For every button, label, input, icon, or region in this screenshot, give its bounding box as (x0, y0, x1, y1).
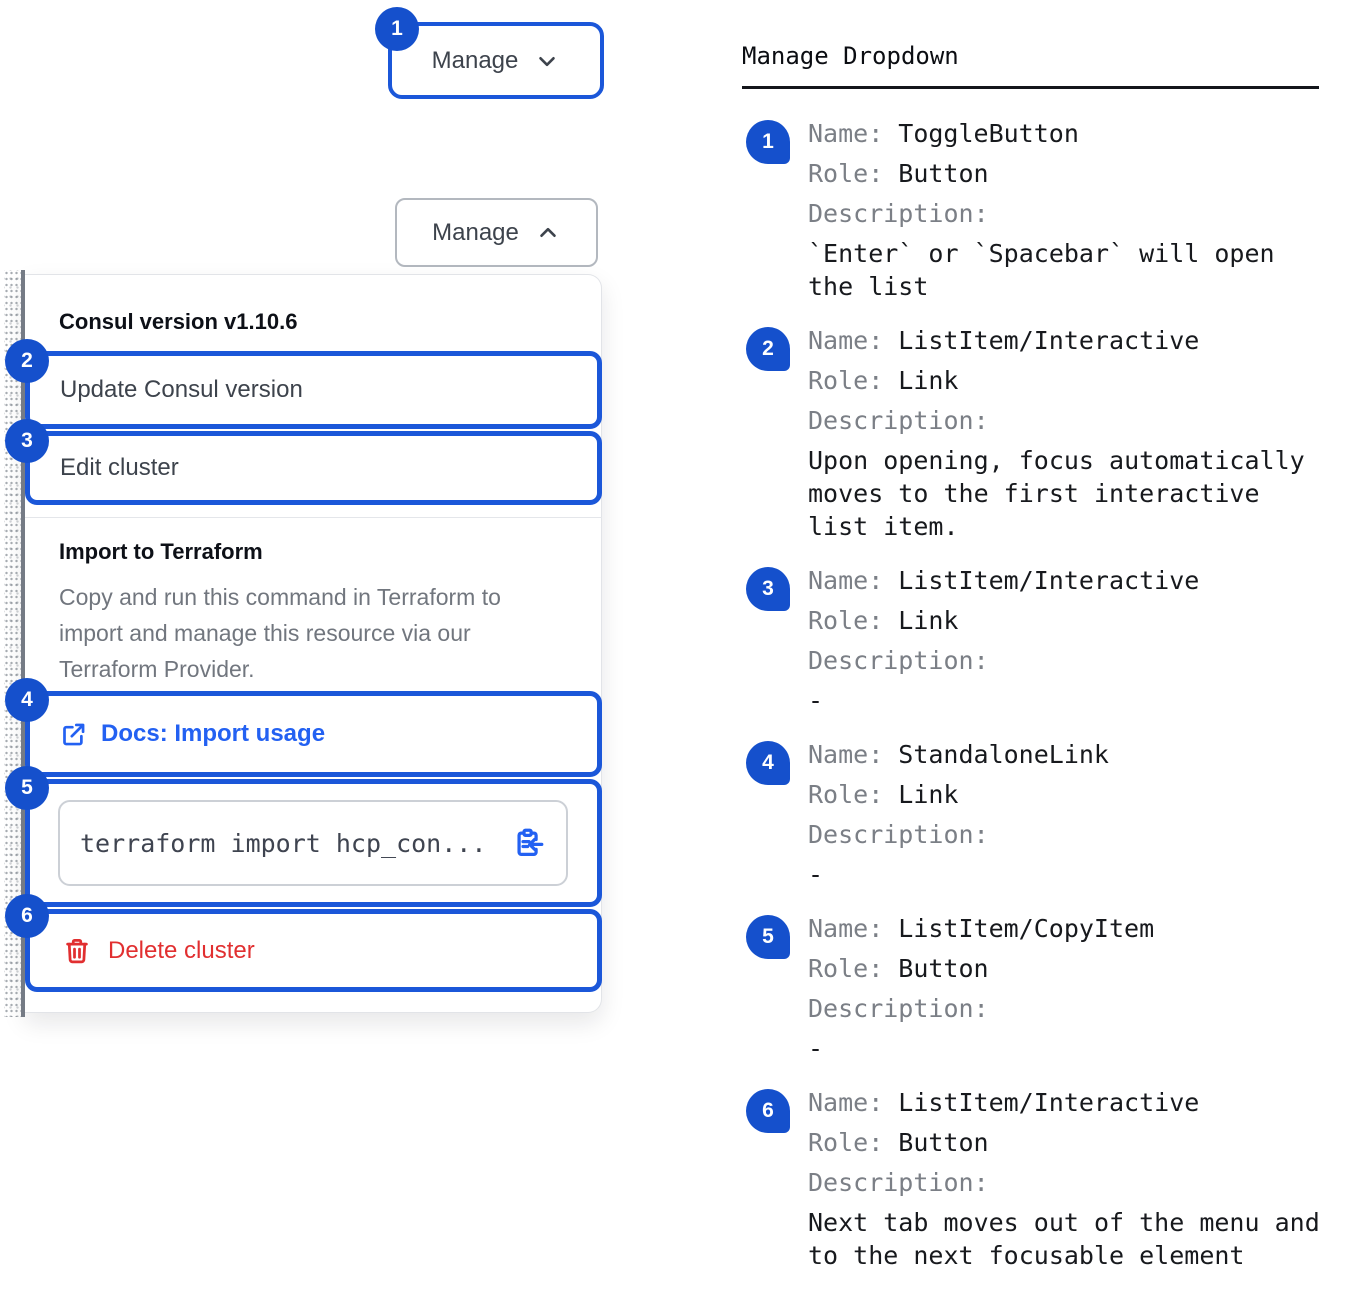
entry-name-row: Name:ListItem/CopyItem (808, 914, 1155, 943)
entry-description-label: Description: (808, 1168, 989, 1197)
manage-expanded-label: Manage (432, 218, 519, 246)
legend-badge-4: 4 (746, 741, 790, 785)
entry-role-row: Role:Button (808, 159, 989, 188)
chevron-up-icon (535, 220, 561, 246)
manage-toggle-label: Manage (431, 46, 519, 74)
entry-description-text: Upon opening, focus automatically moves … (808, 446, 1305, 541)
copy-command-button[interactable]: terraform import hcp_con... (58, 800, 568, 886)
callout-badge-2: 2 (5, 339, 49, 383)
edit-cluster-label: Edit cluster (60, 454, 179, 481)
entry-description-text: Next tab moves out of the menu and to th… (808, 1208, 1320, 1270)
menu-item-edit-cluster[interactable]: Edit cluster (25, 431, 602, 505)
entry-description-label: Description: (808, 646, 989, 675)
menu-divider (25, 517, 602, 518)
focus-ring: Manage (388, 22, 604, 99)
entry-role-row: Role:Link (808, 780, 959, 809)
callout-badge-6: 6 (5, 894, 49, 938)
docs-import-usage-label: Docs: Import usage (101, 720, 326, 747)
entry-role-row: Role:Button (808, 1128, 989, 1157)
entry-description-label: Description: (808, 406, 989, 435)
entry-role-row: Role:Link (808, 606, 959, 635)
legend-entry-6: 6 Name:ListItem/Interactive Role:Button … (742, 1083, 1354, 1272)
callout-badge-5: 5 (5, 766, 49, 810)
external-link-icon (60, 721, 87, 748)
entry-description-label: Description: (808, 820, 989, 849)
menu-item-update-consul-version[interactable]: Update Consul version (25, 351, 602, 429)
callout-badge-4: 4 (5, 678, 49, 722)
import-description: Copy and run this command in Terraform t… (59, 584, 501, 682)
entry-description-label: Description: (808, 994, 989, 1023)
legend-badge-6: 6 (746, 1089, 790, 1133)
entry-description-text: `Enter` or `Spacebar` will open the list (808, 239, 1275, 301)
legend-badge-2: 2 (746, 327, 790, 371)
legend-entry-3: 3 Name:ListItem/Interactive Role:Link De… (742, 561, 1354, 717)
entry-name-row: Name:ListItem/Interactive (808, 326, 1200, 355)
entry-description-text: - (808, 686, 824, 715)
legend-entry-5: 5 Name:ListItem/CopyItem Role:Button Des… (742, 909, 1354, 1065)
legend-title: Manage Dropdown (742, 42, 959, 70)
legend-entry-1: 1 Name:ToggleButton Role:Button Descript… (742, 114, 1354, 303)
entry-description-label: Description: (808, 199, 989, 228)
entry-role-row: Role:Button (808, 954, 989, 983)
update-consul-version-label: Update Consul version (60, 376, 303, 403)
callout-badge-1: 1 (375, 7, 419, 51)
terraform-command-text: terraform import hcp_con... (80, 828, 487, 858)
entry-role-row: Role:Link (808, 366, 959, 395)
manage-dropdown-menu: Consul version v1.10.6 Update Consul ver… (25, 274, 602, 1013)
chevron-down-icon (534, 48, 560, 74)
legend-list: 1 Name:ToggleButton Role:Button Descript… (742, 114, 1354, 1290)
menu-item-copy-command: terraform import hcp_con... (25, 779, 602, 907)
entry-description-text: - (808, 1034, 824, 1063)
entry-name-row: Name:ToggleButton (808, 119, 1079, 148)
clipboard-copy-icon[interactable] (512, 826, 546, 860)
entry-name-row: Name:StandaloneLink (808, 740, 1109, 769)
delete-cluster-label: Delete cluster (108, 936, 255, 964)
entry-name-row: Name:ListItem/Interactive (808, 1088, 1200, 1117)
legend-entry-2: 2 Name:ListItem/Interactive Role:Link De… (742, 321, 1354, 543)
manage-toggle-button[interactable]: Manage (395, 29, 597, 92)
legend-entry-4: 4 Name:StandaloneLink Role:Link Descript… (742, 735, 1354, 891)
entry-name-row: Name:ListItem/Interactive (808, 566, 1200, 595)
consul-version-header: Consul version v1.10.6 (59, 309, 298, 334)
menu-item-docs-import-usage[interactable]: Docs: Import usage (25, 691, 602, 777)
import-to-terraform-header: Import to Terraform (59, 539, 263, 564)
trash-icon (62, 936, 92, 966)
menu-item-delete-cluster[interactable]: Delete cluster (25, 909, 602, 992)
callout-badge-3: 3 (5, 419, 49, 463)
legend-rule (742, 86, 1319, 89)
legend-badge-5: 5 (746, 915, 790, 959)
entry-description-text: - (808, 860, 824, 889)
manage-expanded-button[interactable]: Manage (395, 198, 598, 267)
legend-badge-3: 3 (746, 567, 790, 611)
legend-badge-1: 1 (746, 120, 790, 164)
